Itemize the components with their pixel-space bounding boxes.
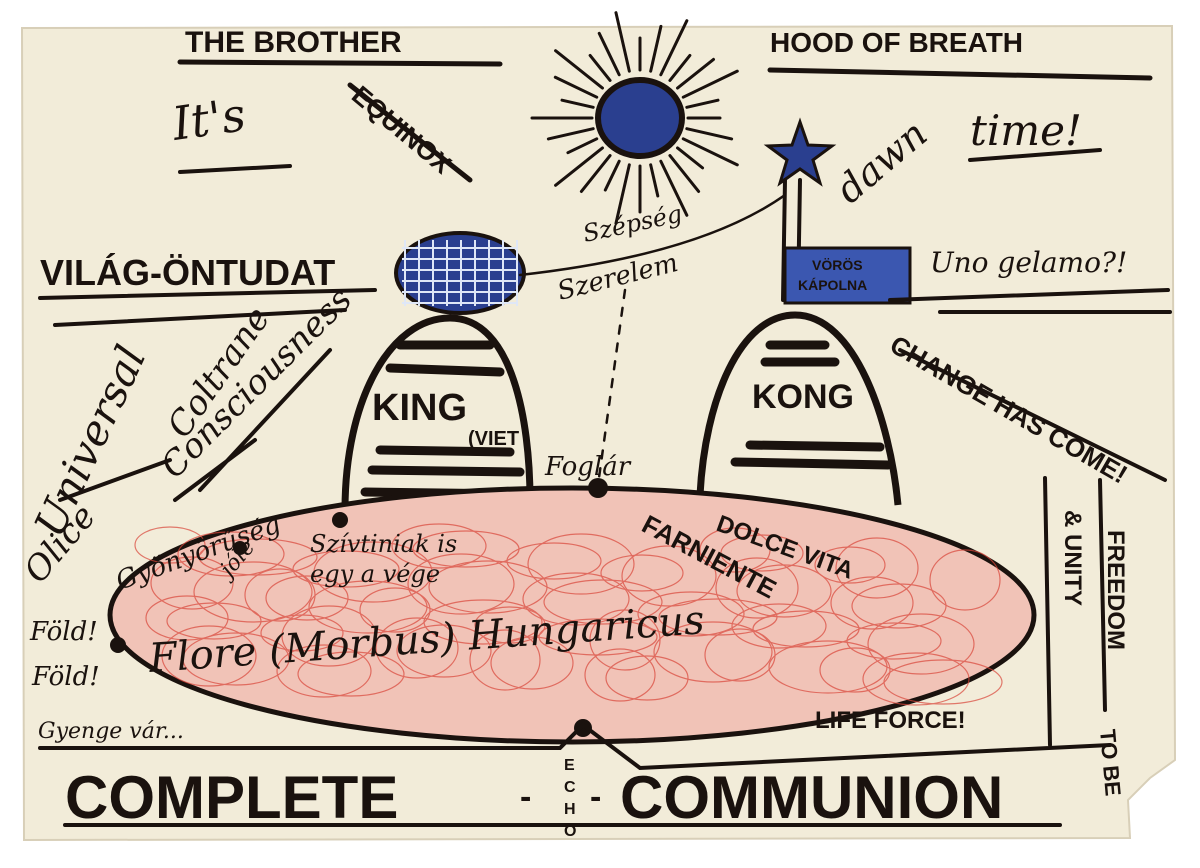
sun-ray <box>681 69 739 99</box>
text-foglar: Foglár <box>544 452 632 482</box>
sun-ray <box>554 146 604 187</box>
text-egy-a-vege: egy a vége <box>310 560 440 588</box>
text-fold-2: Föld! <box>31 662 100 692</box>
text-unity: & UNITY <box>1059 510 1086 606</box>
text-echo-h: H <box>564 801 576 818</box>
text-echo-c: C <box>564 779 576 796</box>
sun-ray <box>681 137 739 167</box>
sun-ray <box>668 53 692 82</box>
text-time: time! <box>970 106 1082 155</box>
kong-hill <box>696 311 902 506</box>
text-viet: (VIET <box>468 428 519 450</box>
text-uno-gelamo: Uno gelamo?! <box>930 246 1127 279</box>
sun-ray <box>553 75 599 99</box>
sun-ray <box>676 57 715 90</box>
sun-ray <box>659 19 689 77</box>
text-gyenge-var: Gyenge vár... <box>38 719 184 744</box>
sun-ray <box>649 163 660 198</box>
sun-ray <box>560 98 595 109</box>
sun-ray <box>685 98 720 109</box>
sun-icon <box>530 11 739 225</box>
text-echo-e: E <box>564 757 575 774</box>
sun-ray <box>546 127 595 141</box>
text-its: It's <box>168 87 249 151</box>
sun-ray <box>685 127 734 141</box>
sun-ray <box>614 163 631 225</box>
text-complete: COMPLETE <box>65 764 398 831</box>
text-communion: COMMUNION <box>620 764 1003 831</box>
text-echo-o: O <box>564 823 576 840</box>
title-hood-of-breath: HOOD OF BREATH <box>770 27 1023 58</box>
star-icon <box>763 117 837 187</box>
sun-ray <box>668 154 701 193</box>
text-freedom: FREEDOM <box>1102 530 1129 650</box>
text-voros: VÖRÖS <box>812 257 863 273</box>
text-kapolna: KÁPOLNA <box>798 277 867 293</box>
text-king: KING <box>372 387 467 429</box>
sun-ray <box>659 159 689 217</box>
title-brother: THE BROTHER <box>185 26 402 59</box>
sun-ray <box>566 137 599 155</box>
globe-icon <box>394 231 526 315</box>
sun-ray <box>579 154 612 193</box>
text-fold-1: Föld! <box>29 617 98 647</box>
flag-icon <box>783 246 912 305</box>
text-vilag-ontudat: VILÁG-ÖNTUDAT <box>40 252 335 293</box>
text-to-be: TO BE <box>1095 728 1126 797</box>
sun-ray <box>597 31 621 77</box>
sun-ray <box>554 49 604 90</box>
sun-ray <box>614 11 631 73</box>
sun-ray <box>588 53 612 82</box>
sun-ray <box>649 24 663 73</box>
text-szivtiniak: Szívtiniak is <box>310 530 457 558</box>
text-dash-left: - <box>520 778 531 816</box>
text-dash-right: - <box>590 778 601 816</box>
text-life-force: LIFE FORCE! <box>815 707 966 734</box>
sun-ray <box>676 146 705 170</box>
text-kong: KONG <box>752 378 854 416</box>
sun-ray <box>603 159 621 192</box>
